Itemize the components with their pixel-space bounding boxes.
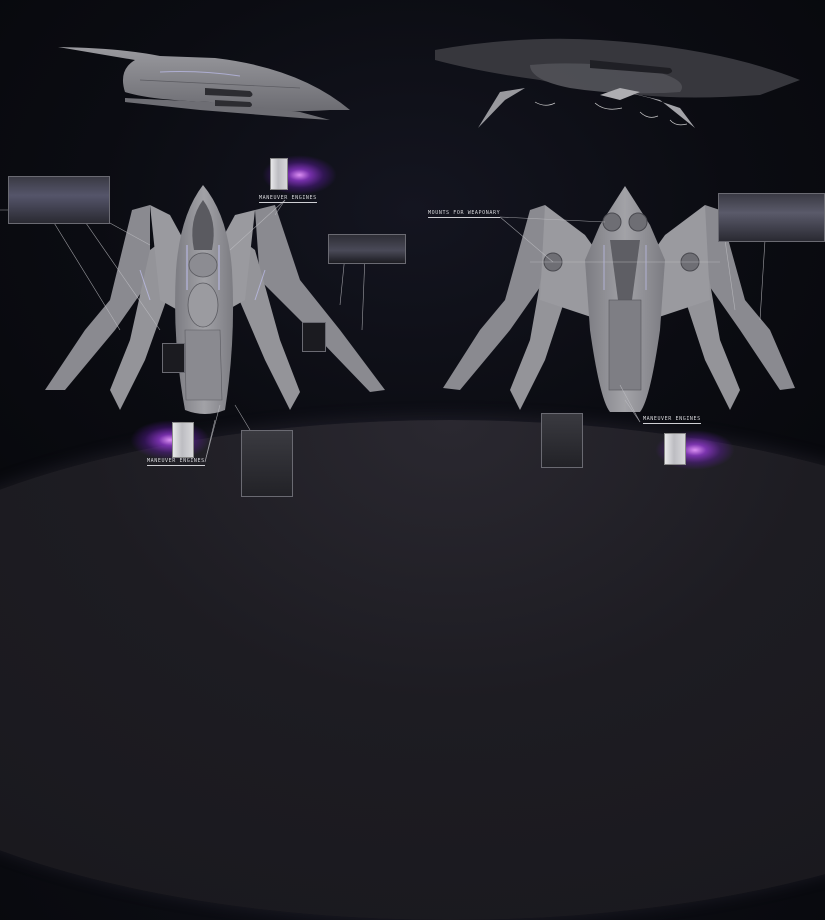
side-view-ship (58, 47, 350, 120)
detail-inset-bottom-view-right (718, 193, 825, 242)
bottom-view-ship (443, 186, 795, 412)
engine-glow-lower-left (130, 420, 210, 460)
engine-detail-bottom-view (664, 433, 686, 465)
engine-detail-lower-left (172, 422, 194, 458)
panel-thumbnail-small-right (302, 322, 326, 352)
panel-thumbnail-large (241, 430, 293, 497)
label-maneuver-engines-lower: MANEUVER ENGINES (147, 458, 205, 466)
ship-illustration (0, 38, 800, 463)
top-view-ship (45, 185, 385, 414)
engine-detail-top (270, 158, 288, 190)
label-maneuver-engines-bottom-view: MANEUVER ENGINES (643, 416, 701, 424)
underside-view-ship (435, 38, 800, 128)
panel-thumbnail-small (162, 343, 185, 373)
label-mounts-for-weaponary: MOUNTS FOR WEAPONARY (428, 210, 501, 218)
panel-thumbnail-bottom-view (541, 413, 583, 468)
detail-inset-top-view-left (8, 176, 110, 224)
label-maneuver-engines-top: MANEUVER ENGINES (259, 195, 317, 203)
detail-inset-top-view-right (328, 234, 406, 264)
